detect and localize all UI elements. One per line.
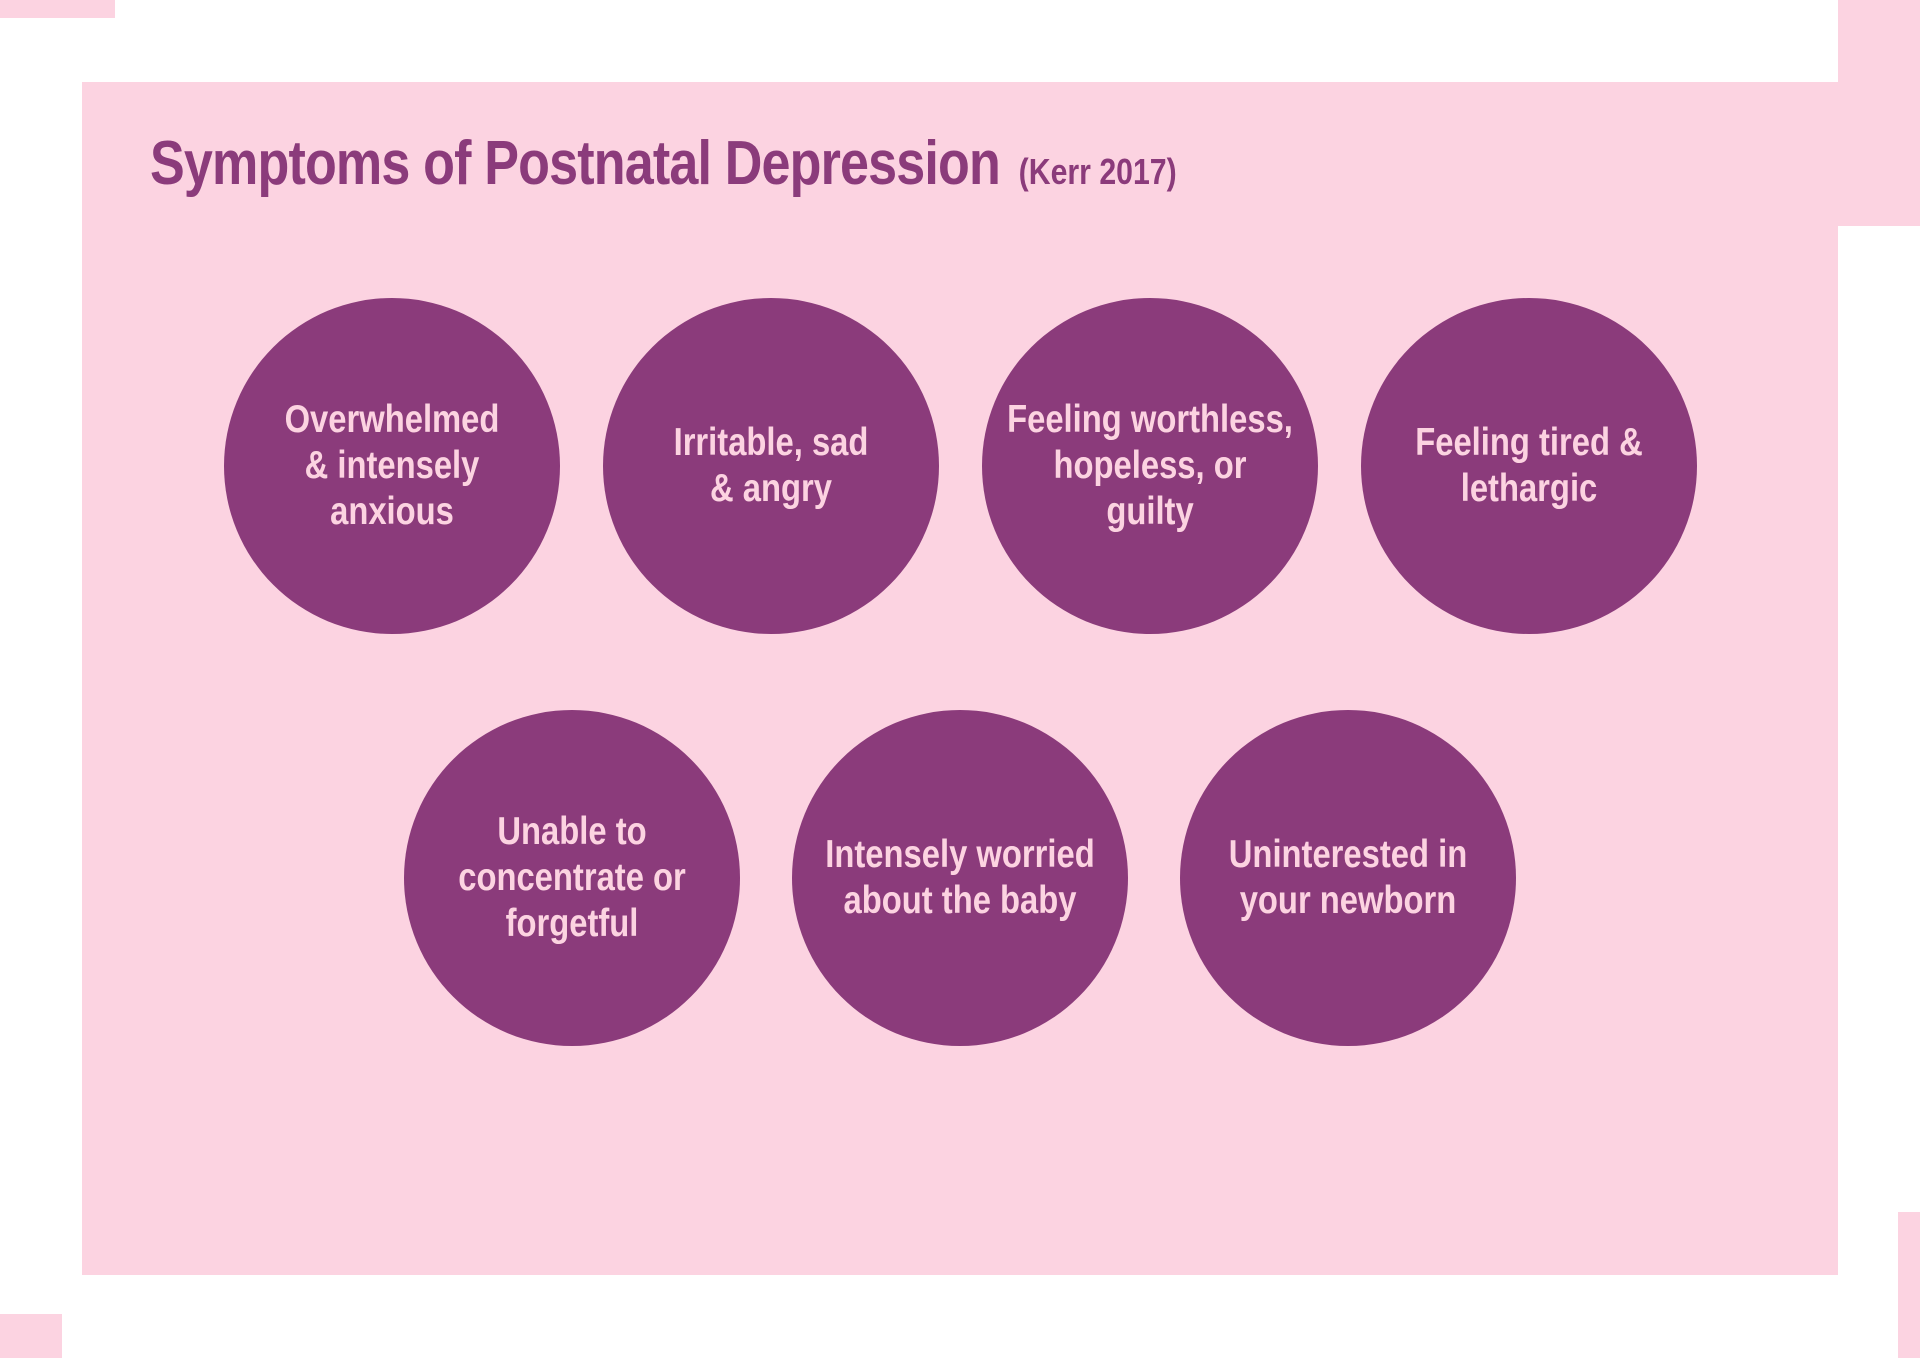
symptom-circle-concentrate: Unable to concentrate or forgetful	[404, 710, 740, 1046]
symptom-circle-overwhelmed: Overwhelmed & intensely anxious	[224, 298, 560, 634]
symptom-label: Feeling worthless, hopeless, or guilty	[1007, 398, 1293, 533]
symptom-circle-tired: Feeling tired & lethargic	[1361, 298, 1697, 634]
symptom-circle-worried: Intensely worried about the baby	[792, 710, 1128, 1046]
page-title: Symptoms of Postnatal Depression (Kerr 2…	[150, 124, 1177, 212]
title-citation: (Kerr 2017)	[1018, 151, 1177, 192]
symptom-circle-worthless: Feeling worthless, hopeless, or guilty	[982, 298, 1318, 634]
title-main: Symptoms of Postnatal Depression	[150, 129, 1001, 198]
symptom-label: Irritable, sad & angry	[673, 421, 869, 510]
symptom-label: Uninterested in your newborn	[1228, 833, 1468, 922]
symptom-circle-irritable: Irritable, sad & angry	[603, 298, 939, 634]
symptom-label: Intensely worried about the baby	[825, 833, 1095, 922]
symptom-circle-uninterested: Uninterested in your newborn	[1180, 710, 1516, 1046]
symptom-label: Overwhelmed & intensely anxious	[284, 398, 500, 533]
content-panel	[82, 82, 1838, 1275]
corner-mark-top-right	[1838, 0, 1920, 226]
corner-mark-top-left	[0, 0, 115, 18]
corner-mark-bottom-left	[0, 1314, 62, 1358]
corner-mark-bottom-right	[1898, 1212, 1920, 1358]
symptom-label: Feeling tired & lethargic	[1415, 421, 1643, 510]
symptom-label: Unable to concentrate or forgetful	[458, 810, 686, 945]
